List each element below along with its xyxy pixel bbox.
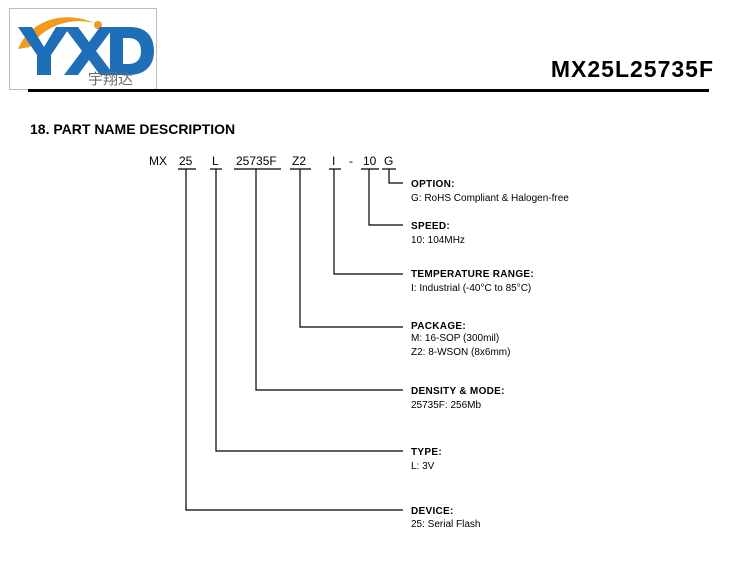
device-title: DEVICE:: [411, 506, 454, 517]
temperature-value: I: Industrial (-40°C to 85°C): [411, 283, 532, 294]
pn-density: 25735F: [236, 154, 277, 168]
section-title: 18. PART NAME DESCRIPTION: [30, 121, 236, 137]
pn-speed: 10: [363, 154, 377, 168]
pn-package: Z2: [292, 154, 307, 168]
density-title: DENSITY & MODE:: [411, 386, 505, 397]
pn-dash: -: [349, 154, 353, 168]
package-value-1: M: 16-SOP (300mil): [411, 333, 500, 344]
connector-type: [215, 169, 403, 452]
connector-temperature: [333, 169, 403, 275]
connector-speed: [368, 169, 403, 226]
speed-title: SPEED:: [411, 221, 451, 232]
type-title: TYPE:: [411, 447, 442, 458]
connector-package: [299, 169, 403, 328]
connector-density: [255, 169, 403, 391]
speed-value: 10: 104MHz: [411, 235, 465, 246]
header-divider: [28, 89, 709, 92]
density-value: 25735F: 256Mb: [411, 400, 482, 411]
document-title: MX25L25735F: [550, 56, 714, 82]
pn-option: G: [384, 154, 394, 168]
option-value: G: RoHS Compliant & Halogen-free: [411, 193, 569, 204]
package-value-2: Z2: 8-WSON (8x6mm): [411, 347, 511, 358]
device-value: 25: Serial Flash: [411, 519, 481, 530]
pn-prefix: MX: [149, 154, 167, 168]
company-logo: 宇翔达: [9, 8, 157, 90]
yxd-logo-mark: [18, 17, 154, 75]
pn-temperature: I: [332, 154, 336, 168]
pn-device: 25: [179, 154, 193, 168]
logo-chinese-text: 宇翔达: [88, 70, 134, 88]
package-title: PACKAGE:: [411, 321, 466, 332]
connector-device: [185, 169, 403, 511]
pn-type: L: [212, 154, 219, 168]
temperature-title: TEMPERATURE RANGE:: [411, 269, 534, 280]
connector-option: [388, 169, 403, 184]
type-value: L: 3V: [411, 461, 435, 472]
option-title: OPTION:: [411, 179, 455, 190]
